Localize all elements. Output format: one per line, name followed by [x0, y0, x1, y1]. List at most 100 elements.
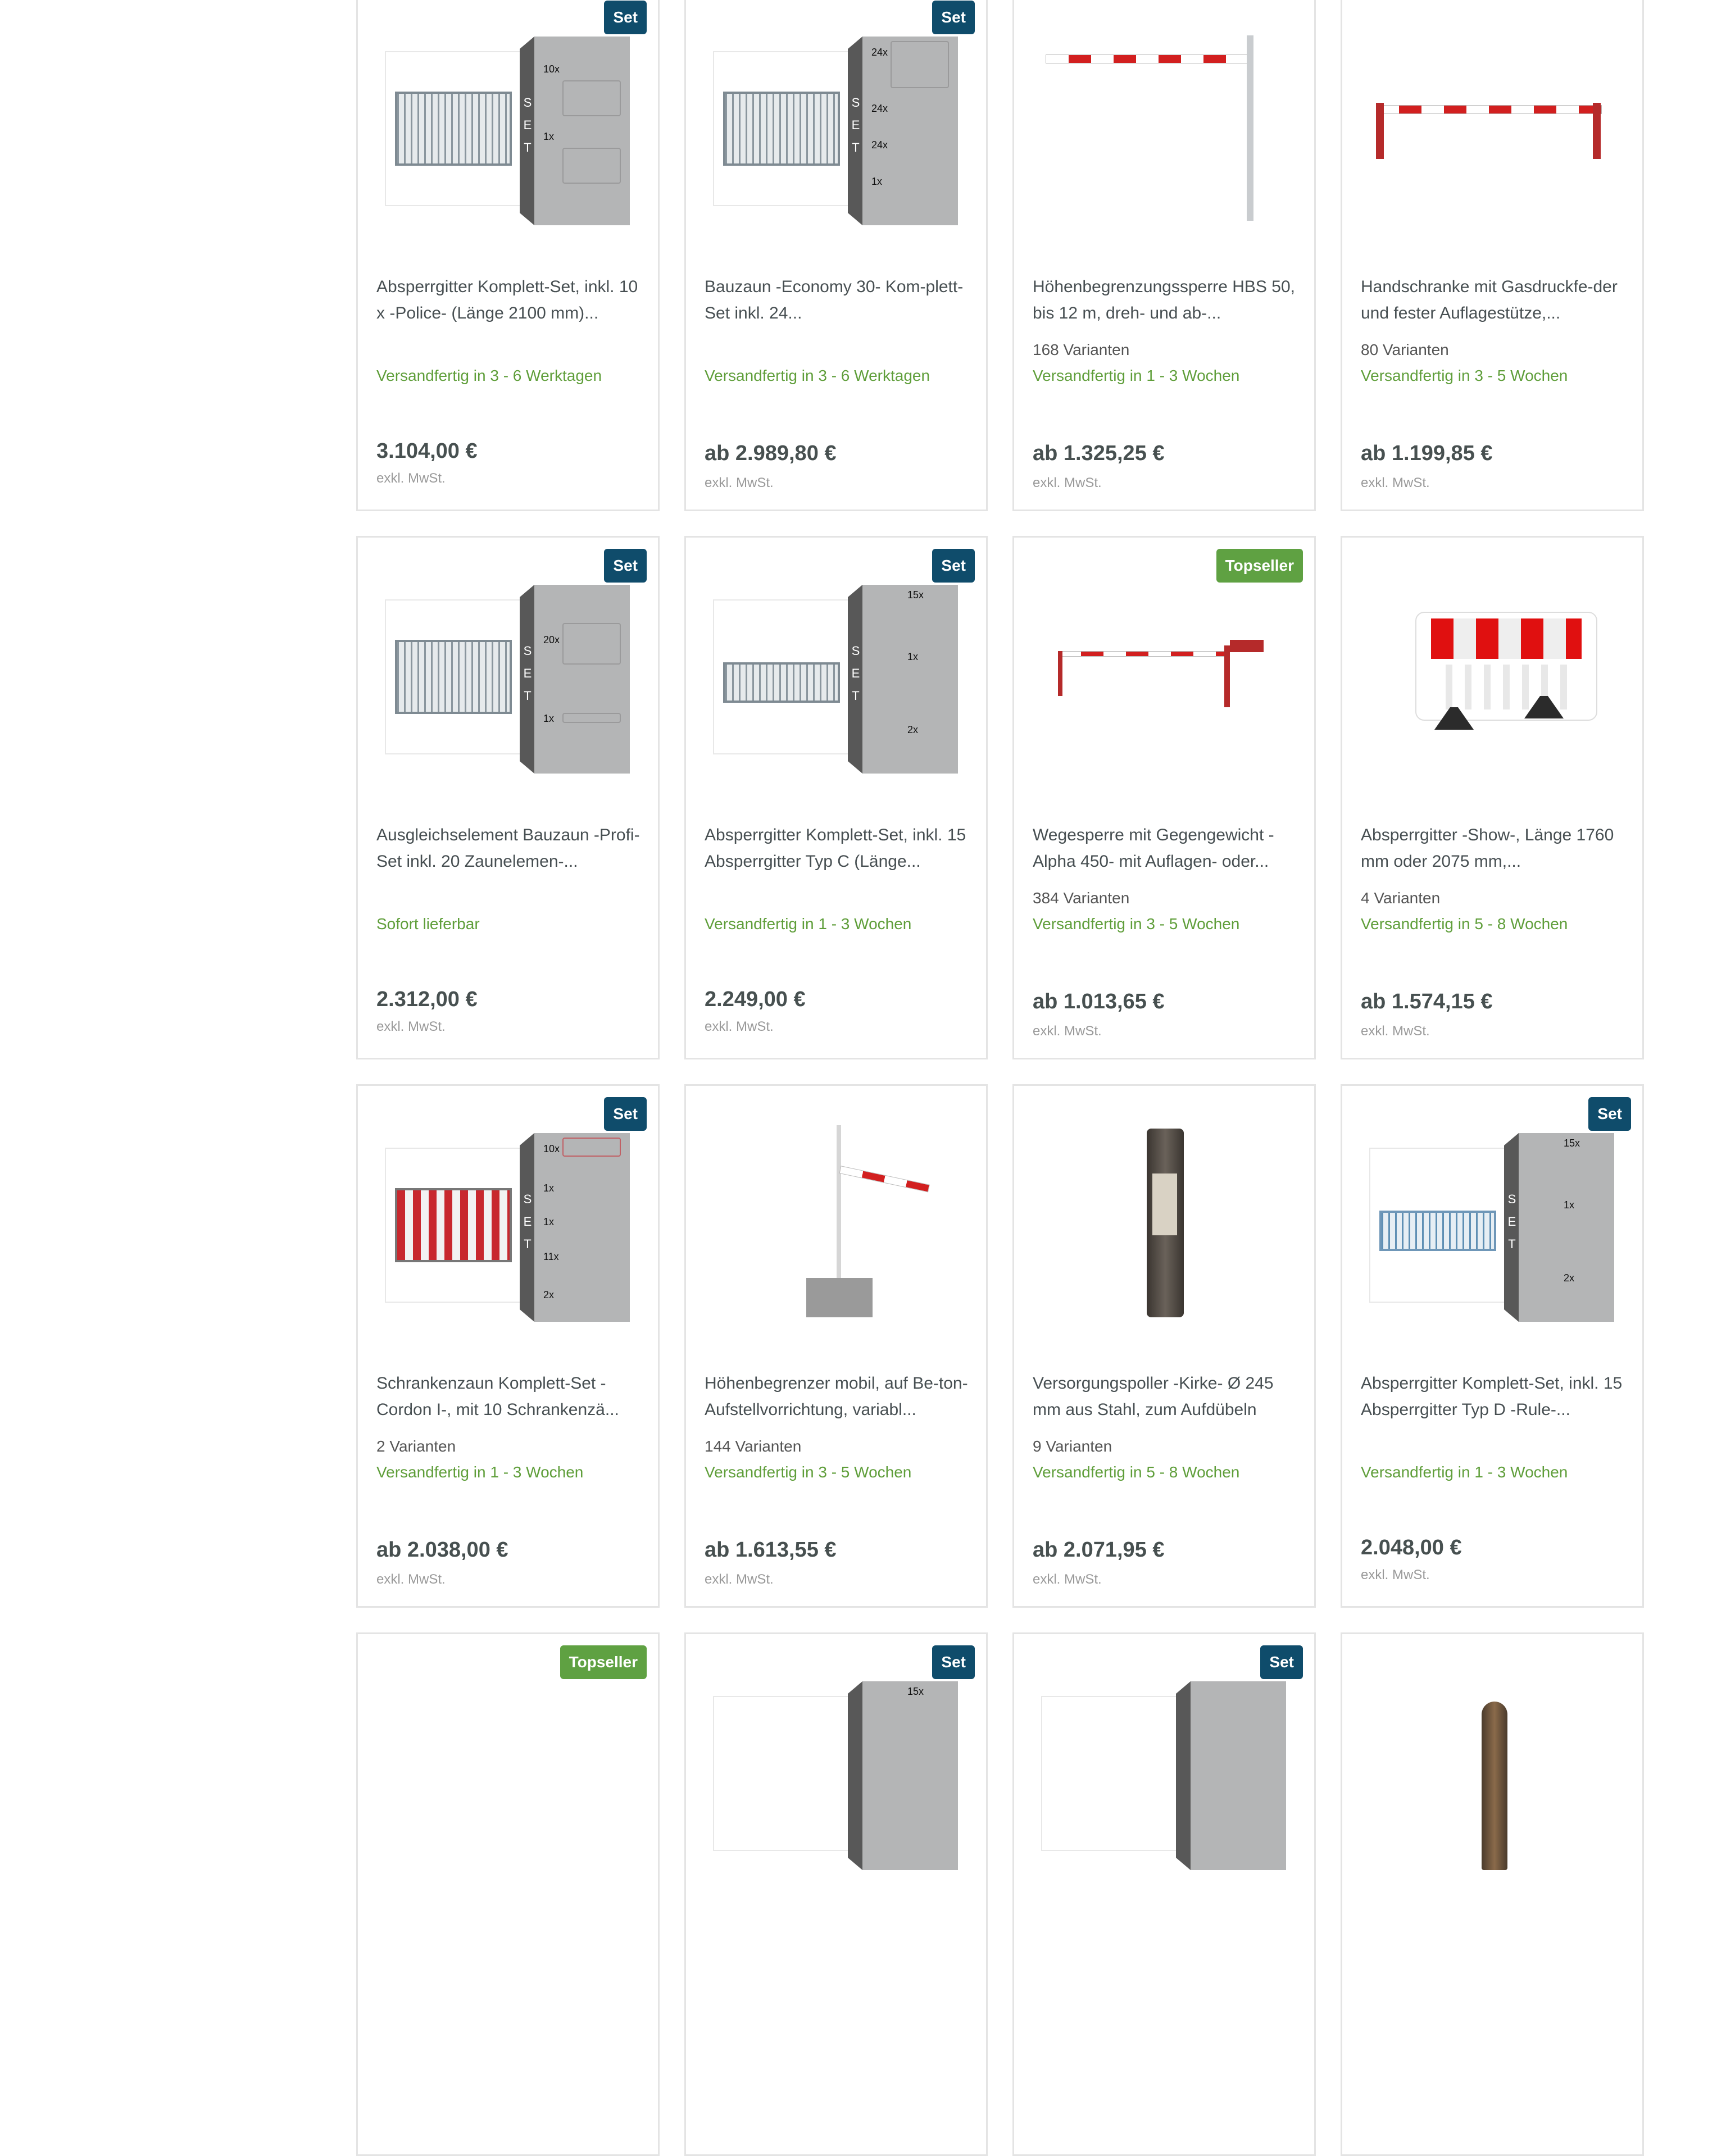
vat-note: exkl. MwSt. [1033, 1024, 1102, 1039]
vat-note: exkl. MwSt. [376, 471, 446, 486]
set-panel-side [1176, 1681, 1191, 1870]
shipping-status: Versandfertig in 5 - 8 Wochen [1361, 915, 1568, 933]
product-image[interactable] [1033, 1669, 1297, 1870]
set-qty: 1x [1564, 1199, 1575, 1211]
barrier-post-graphic [1058, 651, 1062, 696]
shipping-status: Versandfertig in 3 - 5 Wochen [705, 1463, 912, 1481]
vat-note: exkl. MwSt. [705, 1019, 774, 1034]
barrier-post-graphic [1247, 35, 1253, 221]
product-price: ab 1.013,65 € [1033, 990, 1165, 1013]
set-badge: Set [932, 1, 975, 34]
set-badge: Set [1260, 1645, 1303, 1679]
shipping-status: Versandfertig in 3 - 5 Wochen [1033, 915, 1240, 933]
product-card[interactable]: Versorgungspoller -Kirke- Ø 245 mm aus S… [1012, 1084, 1316, 1608]
product-card[interactable]: Absperrgitter -Show-, Länge 1760 mm oder… [1341, 536, 1644, 1059]
set-badge: Set [604, 549, 647, 583]
product-image[interactable] [1033, 572, 1297, 774]
variant-count: 168 Varianten [1033, 341, 1130, 358]
set-item-icon [891, 41, 949, 88]
vat-note: exkl. MwSt. [376, 1572, 446, 1587]
counterweight-graphic [1230, 640, 1264, 652]
set-qty: 1x [543, 1182, 555, 1194]
barrier-panel-graphic [1415, 612, 1597, 721]
product-image[interactable] [1361, 572, 1625, 774]
set-qty: 1x [871, 176, 883, 187]
product-image[interactable] [1361, 24, 1625, 225]
shipping-status: Versandfertig in 1 - 3 Wochen [1033, 367, 1240, 384]
set-panel-side [520, 585, 534, 774]
product-price: 2.249,00 € [705, 988, 806, 1011]
product-card[interactable]: Topseller [356, 1632, 660, 2156]
variant-count: 2 Varianten [376, 1438, 456, 1455]
set-qty: 15x [907, 1686, 924, 1697]
product-photo-frame [1369, 1148, 1506, 1303]
product-card[interactable] [1341, 1632, 1644, 2156]
product-image[interactable]: 15x [705, 1669, 969, 1870]
product-card[interactable]: 15x Set [684, 1632, 988, 2156]
product-price: ab 1.574,15 € [1361, 990, 1493, 1013]
vat-note: exkl. MwSt. [1361, 475, 1430, 490]
product-photo-frame [713, 1696, 850, 1851]
product-title[interactable]: Höhenbegrenzungssperre HBS 50, bis 12 m,… [1033, 278, 1295, 322]
product-title[interactable]: Handschranke mit Gasdruckfe-der und fest… [1361, 278, 1618, 322]
fence-stack-graphic [723, 92, 840, 166]
bollard-graphic [1147, 1129, 1184, 1317]
shipping-status: Versandfertig in 3 - 5 Wochen [1361, 367, 1568, 384]
product-title[interactable]: Absperrgitter -Show-, Länge 1760 mm oder… [1361, 826, 1614, 871]
set-panel [534, 585, 630, 774]
product-image[interactable] [705, 1121, 969, 1322]
product-price: ab 2.071,95 € [1033, 1538, 1165, 1562]
barrier-post-graphic [1376, 103, 1384, 159]
product-title[interactable]: Versorgungspoller -Kirke- Ø 245 mm aus S… [1033, 1374, 1274, 1419]
product-price: 3.104,00 € [376, 439, 478, 463]
set-panel-side [520, 1133, 534, 1322]
product-title[interactable]: Bauzaun -Economy 30- Kom-plett-Set inkl.… [705, 278, 964, 322]
fence-stack-graphic [723, 662, 840, 703]
product-card[interactable]: Topseller Wegesperre mit Gegengewicht -A… [1012, 536, 1316, 1059]
product-card[interactable]: Höhenbegrenzungssperre HBS 50, bis 12 m,… [1012, 0, 1316, 511]
product-card[interactable]: Höhenbegrenzer mobil, auf Be-ton-Aufstel… [684, 1084, 988, 1608]
product-card[interactable]: Set [1012, 1632, 1316, 2156]
product-title[interactable]: Höhenbegrenzer mobil, auf Be-ton-Aufstel… [705, 1374, 968, 1419]
vat-note: exkl. MwSt. [1033, 475, 1102, 490]
bollard-graphic [1482, 1702, 1507, 1870]
product-image[interactable] [1033, 1121, 1297, 1322]
set-badge: Set [1588, 1097, 1631, 1131]
product-price: 2.312,00 € [376, 988, 478, 1011]
product-title[interactable]: Schrankenzaun Komplett-Set -Cordon I-, m… [376, 1374, 619, 1419]
product-title[interactable]: Absperrgitter Komplett-Set, inkl. 10 x -… [376, 278, 638, 322]
product-price: ab 2.038,00 € [376, 1538, 508, 1562]
product-title[interactable]: Absperrgitter Komplett-Set, inkl. 15 Abs… [705, 826, 966, 871]
variant-count: 144 Varianten [705, 1438, 802, 1455]
product-title[interactable]: Absperrgitter Komplett-Set, inkl. 15 Abs… [1361, 1374, 1623, 1419]
set-qty: 2x [1564, 1272, 1575, 1284]
product-photo-frame [385, 599, 522, 754]
product-image[interactable] [1361, 1669, 1625, 1870]
shipping-status: Versandfertig in 1 - 3 Wochen [705, 915, 912, 933]
vat-note: exkl. MwSt. [1361, 1024, 1430, 1039]
product-card[interactable]: Handschranke mit Gasdruckfe-der und fest… [1341, 0, 1644, 511]
product-title[interactable]: Wegesperre mit Gegengewicht -Alpha 450- … [1033, 826, 1274, 871]
set-item-icon [562, 1138, 621, 1157]
set-panel-side [848, 1681, 862, 1870]
product-title[interactable]: Ausgleichselement Bauzaun -Profi- Set in… [376, 826, 640, 871]
set-badge: Set [604, 1, 647, 34]
product-photo-frame [713, 599, 850, 754]
product-image[interactable] [1033, 24, 1297, 225]
fence-stack-graphic [395, 640, 512, 714]
product-photo-frame [385, 1148, 522, 1303]
